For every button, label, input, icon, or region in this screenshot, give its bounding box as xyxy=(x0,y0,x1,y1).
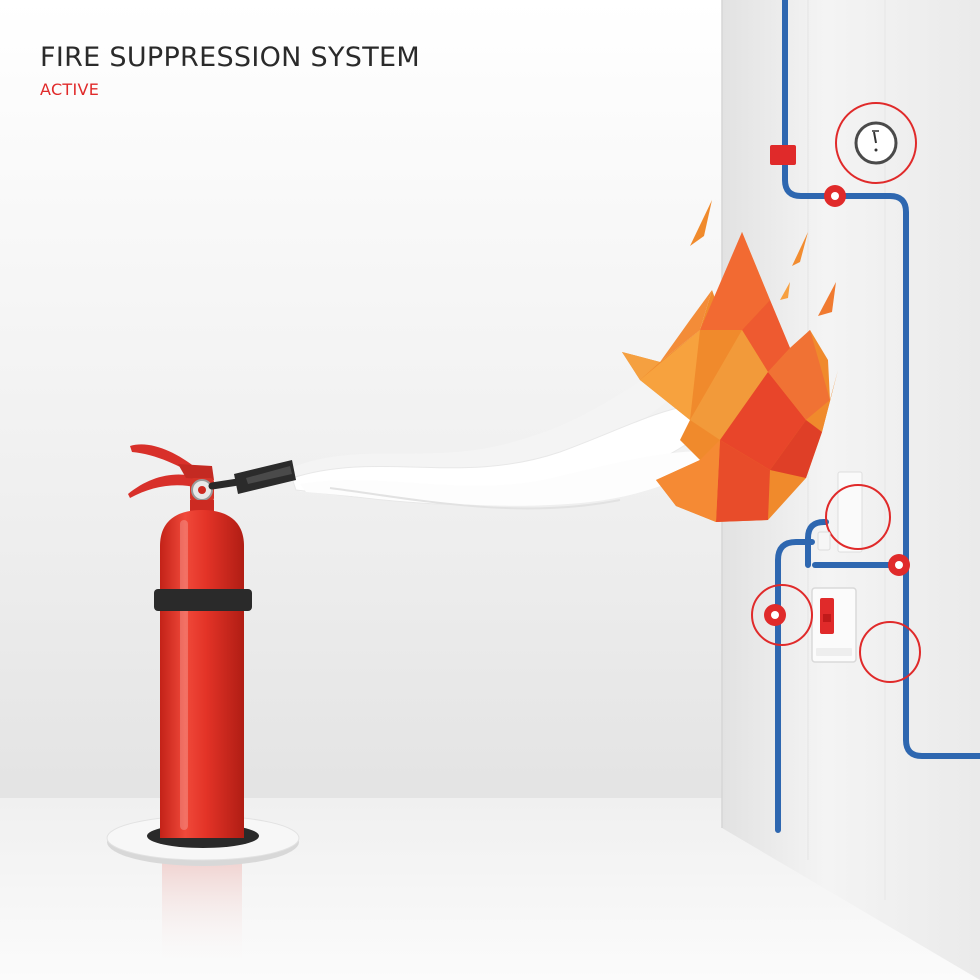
pipe-valve xyxy=(770,145,796,165)
pipe-joint-middle xyxy=(888,554,910,576)
pipe-joint-upper xyxy=(824,185,846,207)
alarm-switch-icon xyxy=(811,587,857,663)
pipe-network xyxy=(775,0,980,833)
pressure-gauge-icon xyxy=(835,102,917,184)
extinguisher-reflection xyxy=(162,860,242,970)
alert-ring-right xyxy=(859,621,921,683)
pipe-joint-lower xyxy=(764,604,786,626)
flame-icon xyxy=(622,200,838,522)
status-badge: ACTIVE xyxy=(40,80,100,99)
page-title: FIRE SUPPRESSION SYSTEM xyxy=(40,42,420,73)
alert-ring-left xyxy=(751,584,813,646)
fire-extinguisher-icon xyxy=(128,444,296,838)
suppressant-spray xyxy=(286,362,720,510)
smoke-sensor xyxy=(817,471,891,553)
